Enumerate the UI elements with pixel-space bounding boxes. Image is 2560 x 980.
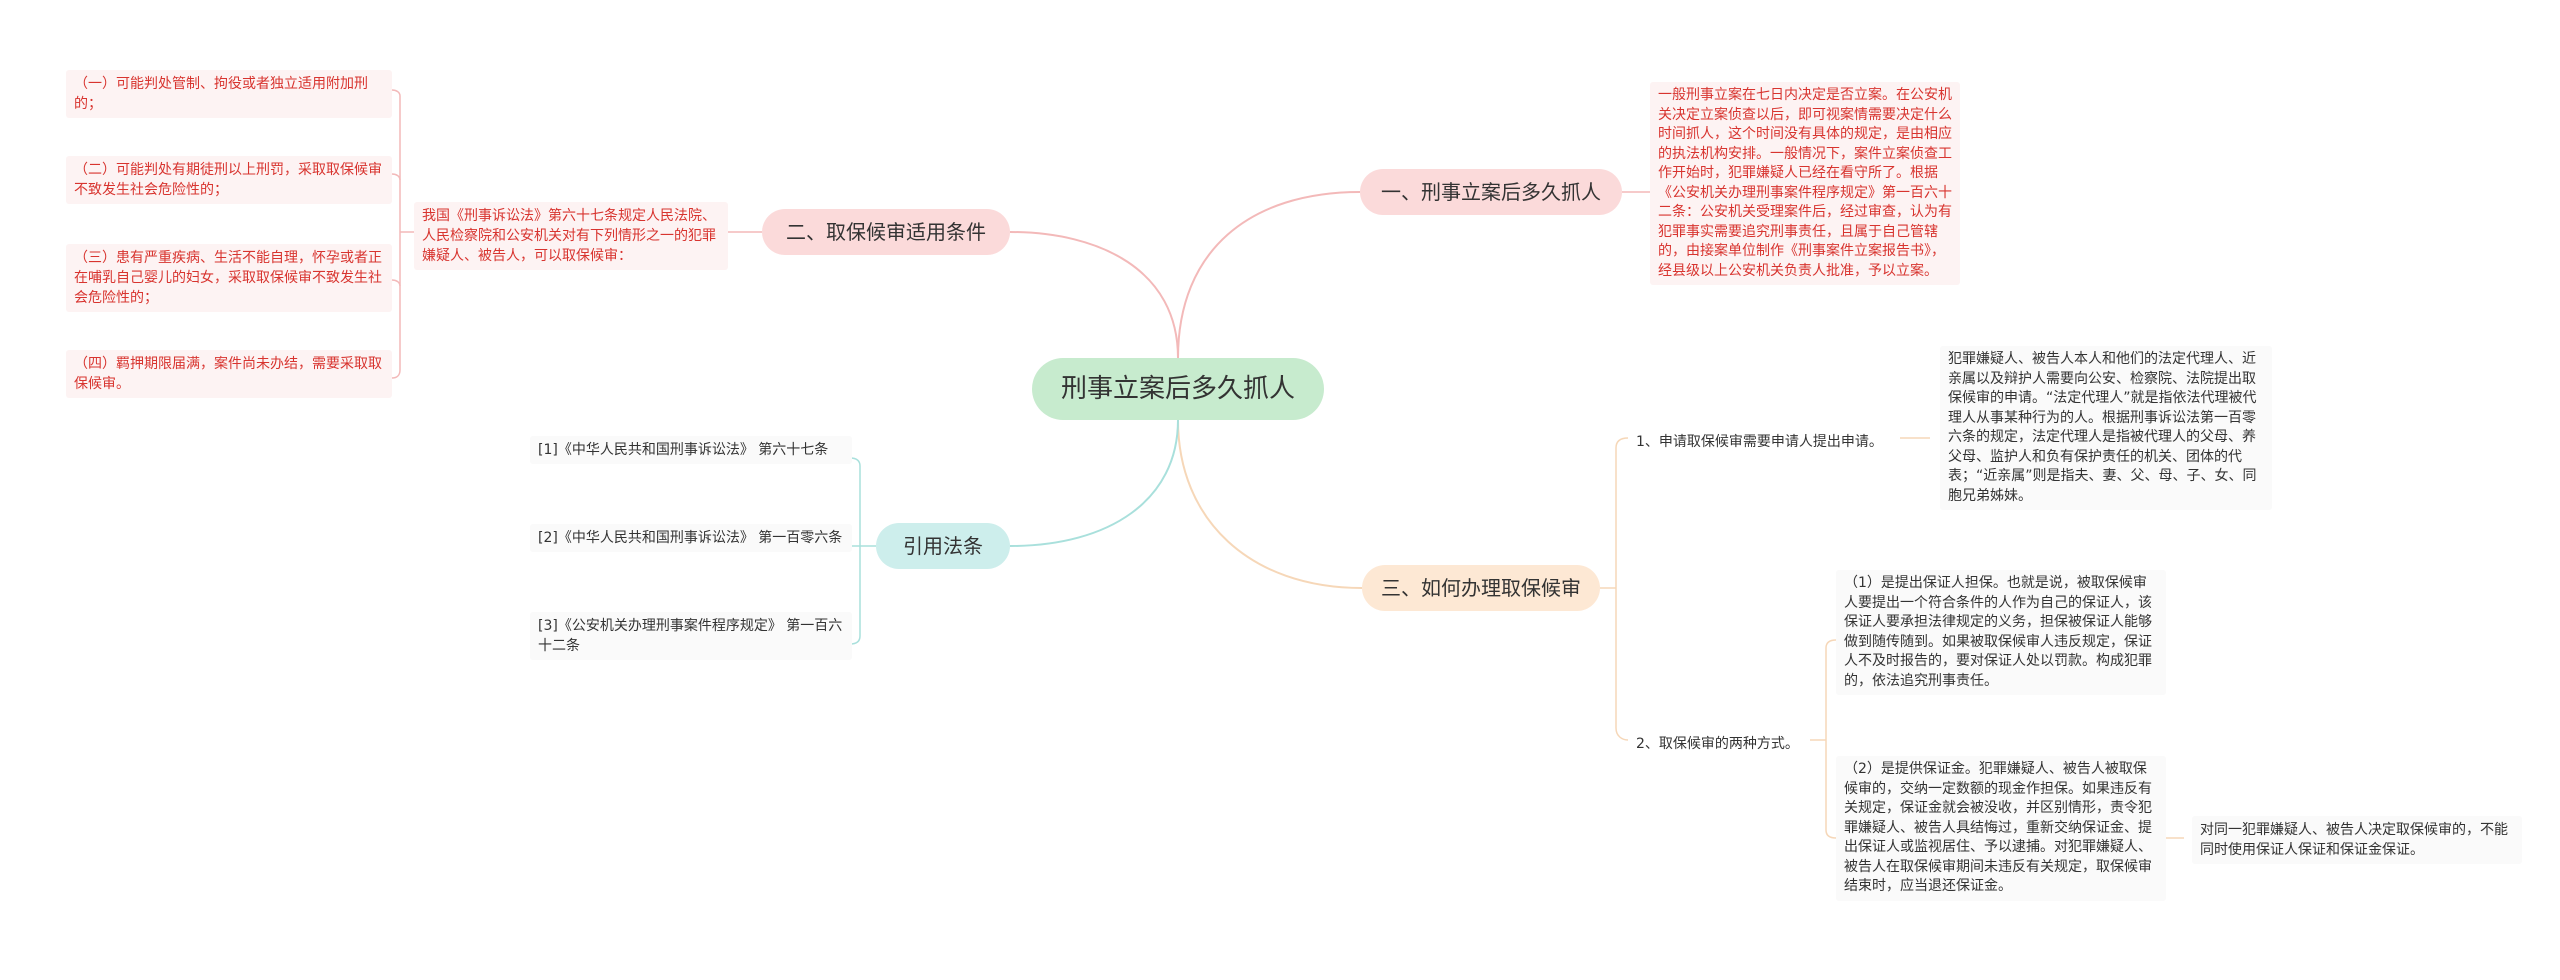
- branch-3-note: 对同一犯罪嫌疑人、被告人决定取保候审的，不能同时使用保证人保证和保证金保证。: [2192, 816, 2522, 864]
- edge-root-b4: [1009, 419, 1179, 547]
- edge-root-b2: [1009, 231, 1179, 359]
- edge-b3-subs: [1600, 437, 1629, 741]
- branch-1-topic[interactable]: 一、刑事立案后多久抓人: [1360, 169, 1622, 215]
- root-topic[interactable]: 刑事立案后多久抓人: [1032, 358, 1324, 420]
- edge-b2-item2: [391, 173, 401, 181]
- edge-b2-bracket: [391, 89, 415, 379]
- citation-2: [2]《中华人民共和国刑事诉讼法》 第一百零六条: [530, 524, 852, 552]
- branch-2-item-1: （一）可能判处管制、拘役或者独立适用附加刑的；: [66, 70, 392, 118]
- branch-2-intro: 我国《刑事诉讼法》第六十七条规定人民法院、人民检察院和公安机关对有下列情形之一的…: [414, 202, 728, 270]
- edge-b2-item3: [391, 279, 401, 287]
- branch-4-topic[interactable]: 引用法条: [876, 523, 1010, 569]
- branch-3-topic[interactable]: 三、如何办理取保候审: [1362, 565, 1600, 611]
- branch-3-way-1: （1）是提出保证人担保。也就是说，被取保候审人要提出一个符合条件的人作为自己的保…: [1836, 570, 2166, 695]
- edge-root-b1: [1177, 191, 1361, 359]
- citation-3: [3]《公安机关办理刑事案件程序规定》 第一百六十二条: [530, 612, 852, 660]
- branch-1-detail: 一般刑事立案在七日内决定是否立案。在公安机关决定立案侦查以后，即可视案情需要决定…: [1650, 82, 1960, 285]
- edge-sub2-ways: [1810, 639, 1837, 839]
- edge-root-b3: [1177, 419, 1363, 589]
- branch-3-sub-1: 1、申请取保候审需要申请人提出申请。: [1636, 434, 1883, 450]
- citation-1: [1]《中华人民共和国刑事诉讼法》 第六十七条: [530, 436, 852, 464]
- branch-3-sub-1-detail: 犯罪嫌疑人、被告人本人和他们的法定代理人、近亲属以及辩护人需要向公安、检察院、法…: [1940, 346, 2272, 510]
- branch-2-item-2: （二）可能判处有期徒刑以上刑罚，采取取保候审不致发生社会危险性的；: [66, 156, 392, 204]
- branch-2-item-3: （三）患有严重疾病、生活不能自理，怀孕或者正在哺乳自己婴儿的妇女，采取取保候审不…: [66, 244, 392, 312]
- branch-3-sub-2: 2、取保候审的两种方式。: [1636, 736, 1799, 752]
- branch-2-item-4: （四）羁押期限届满，案件尚未办结，需要采取取保候审。: [66, 350, 392, 398]
- branch-2-topic[interactable]: 二、取保候审适用条件: [762, 209, 1010, 255]
- edge-b4-items: [849, 457, 876, 645]
- branch-3-way-2: （2）是提供保证金。犯罪嫌疑人、被告人被取保候审的，交纳一定数额的现金作担保。如…: [1836, 756, 2166, 901]
